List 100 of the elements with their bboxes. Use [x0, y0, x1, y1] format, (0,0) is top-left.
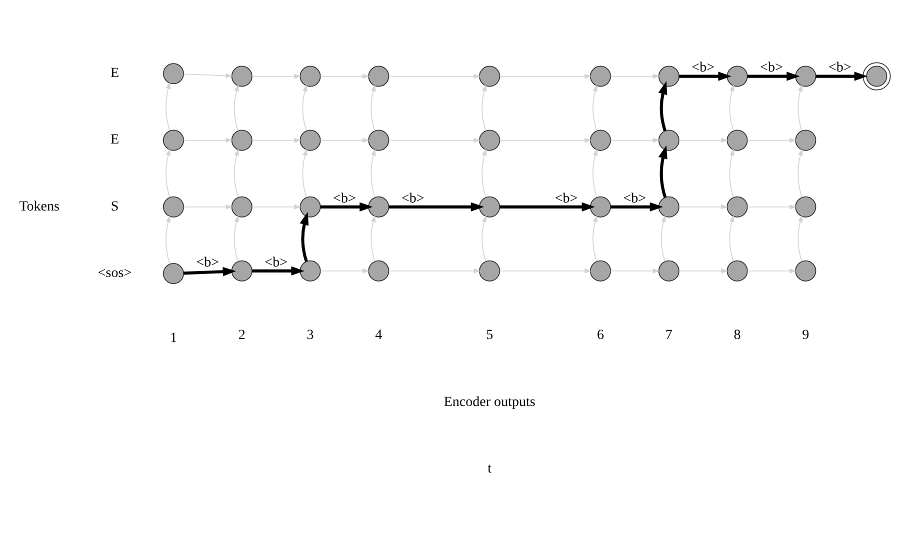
arrow [610, 137, 660, 142]
label: 2 [238, 328, 246, 343]
arrow [252, 204, 302, 209]
node-circle [590, 196, 612, 217]
arrow [370, 214, 376, 262]
node-circle [590, 129, 612, 150]
arrow [320, 202, 373, 212]
arrow [252, 266, 304, 276]
label: t [488, 460, 492, 476]
node-circle [300, 65, 321, 86]
edge-label: <b> [828, 60, 852, 76]
arrow [166, 81, 171, 131]
label: 1 [170, 330, 177, 346]
node-circle [795, 260, 816, 281]
node-circle [300, 129, 321, 150]
arrow [388, 202, 484, 212]
label: 7 [665, 328, 672, 343]
edge-label: <b> [554, 190, 578, 206]
node-circle [726, 196, 748, 217]
node-circle [162, 196, 184, 217]
node-circle [658, 260, 680, 281]
arrow [592, 84, 598, 131]
node-circle [590, 260, 612, 281]
arrow [610, 73, 660, 78]
arrow [592, 214, 598, 262]
arrow [370, 84, 376, 131]
label: S [110, 198, 119, 214]
label: Tokens [19, 198, 60, 214]
arrow [499, 73, 592, 78]
label: E [110, 132, 120, 148]
node-circle [162, 62, 184, 84]
arrow [183, 204, 233, 209]
arrow [499, 137, 592, 142]
node-circle [479, 65, 500, 86]
node-circle [368, 260, 390, 281]
node-circle [231, 65, 252, 86]
arrow [679, 71, 732, 80]
arrow [658, 80, 668, 131]
edge-label: <b> [692, 60, 714, 76]
node-circle [726, 129, 748, 150]
edge-label: <b> [196, 254, 220, 270]
arrow [658, 144, 668, 198]
node-circle [590, 65, 612, 86]
node-circle [162, 262, 184, 284]
arrow [320, 137, 370, 142]
node-circle [795, 65, 816, 86]
node-circle [658, 196, 680, 217]
arrow [388, 268, 481, 273]
arrow [234, 214, 239, 262]
arrow [747, 71, 800, 80]
arrow [746, 137, 796, 142]
arrow [302, 148, 308, 198]
label: E [110, 65, 120, 80]
node-circle [300, 196, 321, 217]
arrow [320, 73, 370, 78]
arrow [252, 73, 302, 78]
arrow [746, 204, 796, 209]
arrow [610, 268, 660, 273]
arrow [300, 211, 309, 262]
arrow [678, 137, 728, 142]
arrow [729, 214, 734, 262]
node-circle [479, 196, 500, 217]
arrow [500, 202, 595, 212]
node-circle [231, 129, 252, 150]
arrow [234, 148, 239, 198]
node-circle [795, 196, 816, 217]
arrow [729, 148, 734, 198]
arrow [370, 148, 376, 198]
arrow [302, 84, 308, 131]
node-circle [479, 260, 500, 281]
node-circle [368, 129, 390, 150]
edge-label: <b> [401, 190, 424, 206]
node-circle [795, 129, 816, 150]
node-circle [162, 129, 184, 150]
edge-label: <b> [623, 190, 646, 206]
arrow [183, 137, 233, 142]
node-circle [300, 260, 321, 281]
label: 9 [802, 328, 810, 343]
arrow [166, 214, 171, 264]
arrow [592, 148, 598, 198]
node-circle [368, 196, 390, 217]
node-circle [726, 260, 748, 281]
node-circle [726, 65, 748, 86]
label: <sos> [98, 265, 132, 280]
node-circle [479, 129, 500, 150]
edge-label: <b> [760, 60, 783, 76]
edge-label: <b> [333, 190, 356, 206]
node-circle [658, 65, 680, 86]
arrow [746, 268, 796, 273]
arrow [499, 268, 592, 273]
edge-label: <b> [264, 254, 288, 270]
arrow [388, 73, 481, 78]
label: 3 [306, 328, 314, 343]
node-circle [231, 260, 252, 281]
arrow [482, 84, 487, 131]
node-circle [368, 65, 390, 86]
arrow [166, 148, 171, 198]
arrow [798, 148, 803, 198]
label: 5 [486, 328, 494, 343]
arrow [184, 266, 236, 276]
